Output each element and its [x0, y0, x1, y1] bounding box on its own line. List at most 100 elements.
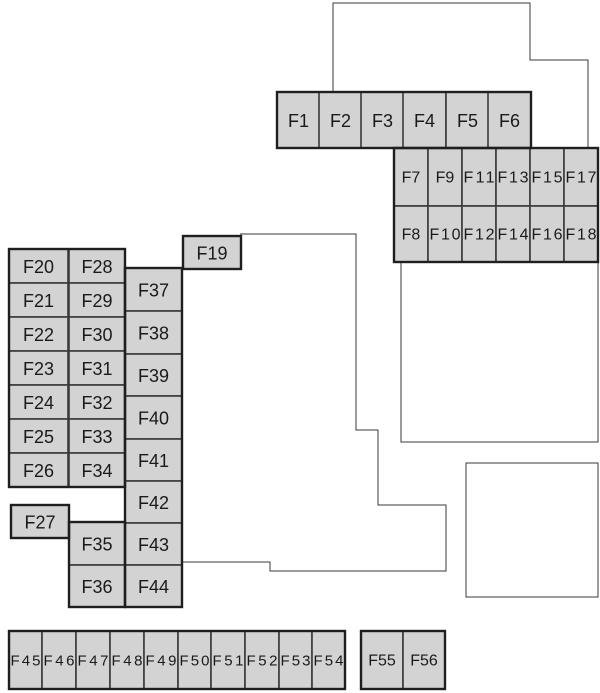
fuse-label: F31 — [81, 359, 112, 379]
fuse-label: F55 — [368, 653, 396, 670]
fuse-label: F2 — [330, 111, 351, 131]
fuse-slot — [402, 630, 446, 690]
fuse-label: F21 — [23, 291, 54, 311]
fuse-label: F47 — [78, 653, 109, 670]
fuse-f3: F3 — [360, 91, 405, 149]
fuse-label: F54 — [314, 653, 344, 670]
fuse-label: F39 — [138, 366, 169, 386]
fuse-label: F7 — [402, 170, 421, 187]
fuse-f10: F10 — [427, 205, 463, 263]
fuse-label: F29 — [81, 291, 112, 311]
central-housing-outline — [183, 233, 447, 572]
fuse-label: F46 — [44, 653, 75, 670]
fuse-f22: F22 — [8, 316, 69, 352]
fuse-slot — [427, 205, 463, 263]
fuse-label: F43 — [138, 535, 169, 555]
fuse-f11: F11 — [461, 147, 497, 207]
group-frames — [7, 90, 600, 691]
fuse-f15: F15 — [529, 147, 565, 207]
fuse-label: F33 — [81, 427, 112, 447]
relay-box-outline — [465, 462, 599, 598]
fuse-label: F6 — [499, 111, 520, 131]
fuse-label: F9 — [436, 170, 455, 187]
fuse-f53: F53 — [278, 630, 313, 690]
fuse-f38: F38 — [124, 310, 183, 355]
fuse-label: F36 — [81, 577, 112, 597]
fuse-f4: F4 — [402, 91, 447, 149]
fuse-f50: F50 — [177, 630, 212, 690]
fuse-f27: F27 — [10, 504, 70, 539]
fuse-f2: F2 — [318, 91, 363, 149]
fuse-label: F37 — [138, 281, 169, 301]
fuse-f40: F40 — [124, 395, 183, 440]
fuse-slot — [495, 205, 531, 263]
fuse-slot — [109, 630, 145, 690]
fuse-slot — [318, 91, 363, 149]
fuse-f1: F1 — [276, 91, 321, 149]
frame-f7-f18 — [392, 146, 600, 264]
fuse-label: F16 — [532, 227, 563, 244]
fuse-label: F38 — [138, 324, 169, 344]
fuse-label: F13 — [498, 170, 529, 187]
fuse-label: F49 — [146, 653, 177, 670]
fuse-label: F24 — [23, 393, 54, 413]
fuse-f24: F24 — [8, 384, 69, 420]
fuse-label: F52 — [247, 653, 278, 670]
fuse-f49: F49 — [143, 630, 179, 690]
fuse-f44: F44 — [124, 564, 183, 608]
fuse-label: F35 — [81, 535, 112, 555]
fuse-f42: F42 — [124, 480, 183, 524]
fuse-label: F25 — [23, 427, 54, 447]
fuse-label: F50 — [180, 653, 210, 670]
fuse-slot — [210, 630, 246, 690]
fuse-label: F1 — [288, 111, 309, 131]
fuse-label: F19 — [196, 244, 227, 264]
frame-f45-f54 — [7, 629, 347, 691]
fuse-label: F51 — [213, 653, 244, 670]
fuse-f31: F31 — [68, 350, 126, 386]
fuse-slot — [68, 316, 126, 352]
fuse-slot — [529, 147, 565, 207]
fuse-label: F22 — [23, 325, 54, 345]
fuse-slot — [68, 452, 126, 488]
fuse-f45: F45 — [8, 630, 43, 690]
fuse-f30: F30 — [68, 316, 126, 352]
fuse-f18: F18 — [563, 205, 599, 263]
fuse-slot — [68, 384, 126, 420]
fuse-f54: F54 — [311, 630, 346, 690]
fuse-slot — [68, 282, 126, 318]
fuse-label: F34 — [81, 461, 112, 481]
fuse-f35: F35 — [68, 521, 126, 566]
right-housing-outline — [400, 261, 599, 443]
fuse-f39: F39 — [124, 353, 183, 397]
fuse-f34: F34 — [68, 452, 126, 488]
fuse-label: F14 — [498, 227, 529, 244]
fuse-f13: F13 — [495, 147, 531, 207]
fuse-f21: F21 — [8, 282, 69, 318]
fuse-label: F4 — [414, 111, 435, 131]
fuse-f47: F47 — [75, 630, 111, 690]
fuse-label: F12 — [464, 227, 495, 244]
fuse-f46: F46 — [41, 630, 77, 690]
upper-right-housing-outline — [332, 2, 589, 148]
fuse-label: F44 — [138, 577, 169, 597]
fuse-f25: F25 — [8, 418, 69, 454]
fuse-label: F28 — [81, 257, 112, 277]
fuse-slot — [427, 147, 463, 207]
fuse-f55: F55 — [360, 630, 404, 690]
fuse-label: F42 — [138, 493, 169, 513]
fuse-f9: F9 — [427, 147, 463, 207]
fuse-f6: F6 — [487, 91, 532, 149]
fuse-f56: F56 — [402, 630, 446, 690]
fuse-f20: F20 — [8, 248, 69, 284]
fuse-label: F20 — [23, 257, 54, 277]
fuse-f52: F52 — [244, 630, 280, 690]
fuse-label: F48 — [112, 653, 143, 670]
frame-f35-f36 — [67, 520, 127, 609]
fuse-f19: F19 — [182, 235, 242, 270]
fuse-f14: F14 — [495, 205, 531, 263]
fuse-f32: F32 — [68, 384, 126, 420]
fuse-label: F45 — [11, 653, 41, 670]
